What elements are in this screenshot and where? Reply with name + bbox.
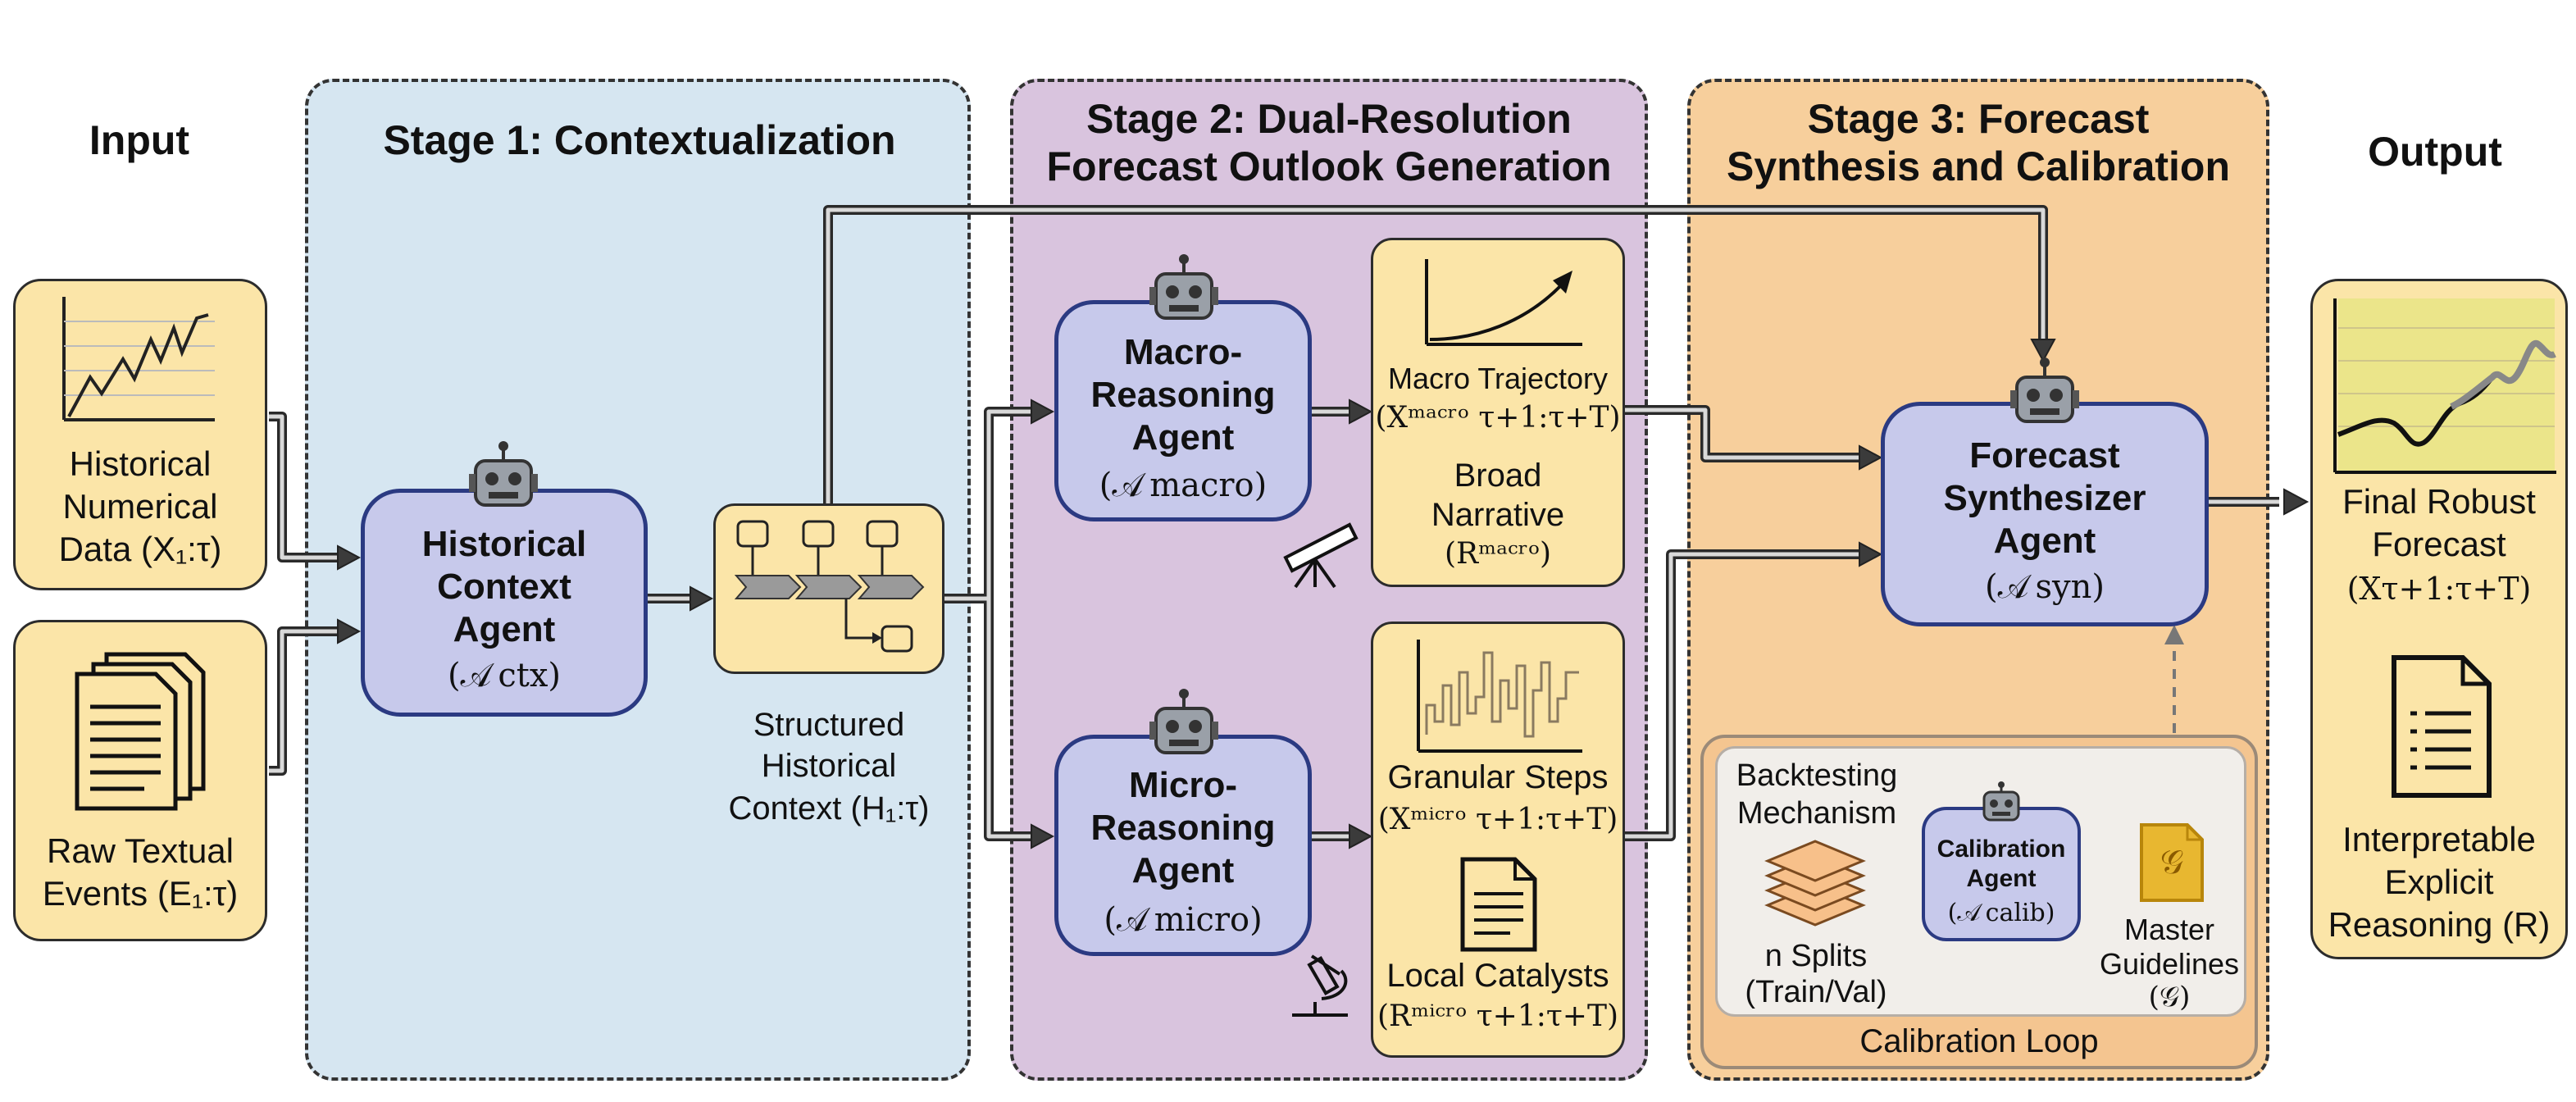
micro-agent-title-3: Agent xyxy=(1131,850,1235,890)
macro-agent-title-2: Reasoning xyxy=(1090,375,1276,415)
macro-output-box xyxy=(1371,238,1625,587)
synth-agent-title-3: Agent xyxy=(1993,521,2096,561)
stage3-heading-line2: Synthesis and Calibration xyxy=(1726,143,2230,189)
macro-reasoning-agent xyxy=(1054,300,1312,521)
micro-agent-symbol: (𝒜 micro) xyxy=(1104,901,1263,939)
output-heading: Output xyxy=(2368,129,2502,175)
stage1-heading: Stage 1: Contextualization xyxy=(383,117,896,163)
numerical-label-1: Historical xyxy=(69,444,212,483)
guidelines-label-1: Master xyxy=(2123,913,2215,946)
input-heading: Input xyxy=(89,117,190,163)
broad-narrative-label-1: Broad xyxy=(1454,458,1542,494)
backtesting-label-2: Mechanism xyxy=(1736,796,1897,831)
calibration-agent xyxy=(1922,807,2081,941)
historical-agent-title-2: Context xyxy=(437,567,571,607)
calibration-loop-label: Calibration Loop xyxy=(1859,1023,2099,1059)
guidelines-label-2: Guidelines xyxy=(2099,947,2240,981)
synth-agent-title-2: Synthesizer xyxy=(1943,478,2146,518)
micro-agent-title-1: Micro- xyxy=(1129,765,1237,805)
guidelines-symbol: 𝒢 xyxy=(2160,844,2184,881)
local-catalysts-label: Local Catalysts xyxy=(1386,958,1609,994)
stage2-heading-line2: Forecast Outlook Generation xyxy=(1046,143,1612,189)
calibration-agent-title-2: Agent xyxy=(1966,865,2037,892)
macro-trajectory-label: Macro Trajectory xyxy=(1387,362,1609,395)
granular-steps-label: Granular Steps xyxy=(1387,759,1609,795)
final-forecast-math: (Xτ+1:τ+T) xyxy=(2346,571,2532,607)
structured-context-label-2: Historical xyxy=(761,748,897,784)
final-forecast-label-1: Final Robust xyxy=(2342,482,2536,521)
synth-agent-title-1: Forecast xyxy=(1969,435,2120,476)
calibration-agent-symbol: (𝒜 calib) xyxy=(1947,899,2055,927)
numerical-label-3: Data (X₁:τ) xyxy=(58,530,222,568)
guidelines-label-3: (𝒢) xyxy=(2148,981,2191,1013)
micro-reasoning-agent xyxy=(1054,735,1312,956)
structured-context-label-1: Structured xyxy=(753,707,905,743)
textual-label-1: Raw Textual xyxy=(46,831,234,870)
reasoning-label-1: Interpretable xyxy=(2342,820,2536,858)
historical-agent-title-1: Historical xyxy=(421,524,587,564)
numerical-label-2: Numerical xyxy=(62,487,218,526)
granular-steps-math: (Xᵐⁱᶜʳᵒ τ+1:τ+T) xyxy=(1377,803,1618,836)
final-forecast-label-2: Forecast xyxy=(2372,525,2506,563)
splits-label-2: (Train/Val) xyxy=(1745,975,1887,1009)
micro-output-box xyxy=(1371,622,1625,1058)
broad-narrative-math: (Rᵐᵃᶜʳᵒ) xyxy=(1445,537,1551,571)
stage3-heading-line1: Stage 3: Forecast xyxy=(1807,96,2150,142)
historical-agent-title-3: Agent xyxy=(453,609,556,649)
reasoning-label-2: Explicit xyxy=(2384,863,2494,901)
textual-label-2: Events (E₁:τ) xyxy=(42,874,239,913)
macro-agent-title-1: Macro- xyxy=(1123,332,1243,372)
historical-numerical-data-box xyxy=(13,279,267,590)
macro-agent-title-3: Agent xyxy=(1131,417,1235,458)
historical-context-agent xyxy=(361,489,648,717)
micro-agent-title-2: Reasoning xyxy=(1090,808,1276,848)
reasoning-label-3: Reasoning (R) xyxy=(2328,905,2551,944)
local-catalysts-math: (Rᵐⁱᶜʳᵒ τ+1:τ+T) xyxy=(1377,1000,1618,1033)
stage2-heading-line1: Stage 2: Dual-Resolution xyxy=(1086,96,1572,142)
splits-label-1: n Splits xyxy=(1764,939,1868,973)
structured-context-label-3: Context (H₁:τ) xyxy=(728,790,930,826)
historical-agent-symbol: (𝒜 ctx) xyxy=(447,657,562,694)
backtesting-label-1: Backtesting xyxy=(1736,758,1898,793)
macro-trajectory-math: (Xᵐᵃᶜʳᵒ τ+1:τ+T) xyxy=(1375,401,1621,435)
macro-agent-symbol: (𝒜 macro) xyxy=(1099,467,1268,504)
calibration-agent-title-1: Calibration xyxy=(1937,836,2066,863)
synth-agent-symbol: (𝒜 syn) xyxy=(1985,568,2105,606)
broad-narrative-label-2: Narrative xyxy=(1431,497,1565,533)
